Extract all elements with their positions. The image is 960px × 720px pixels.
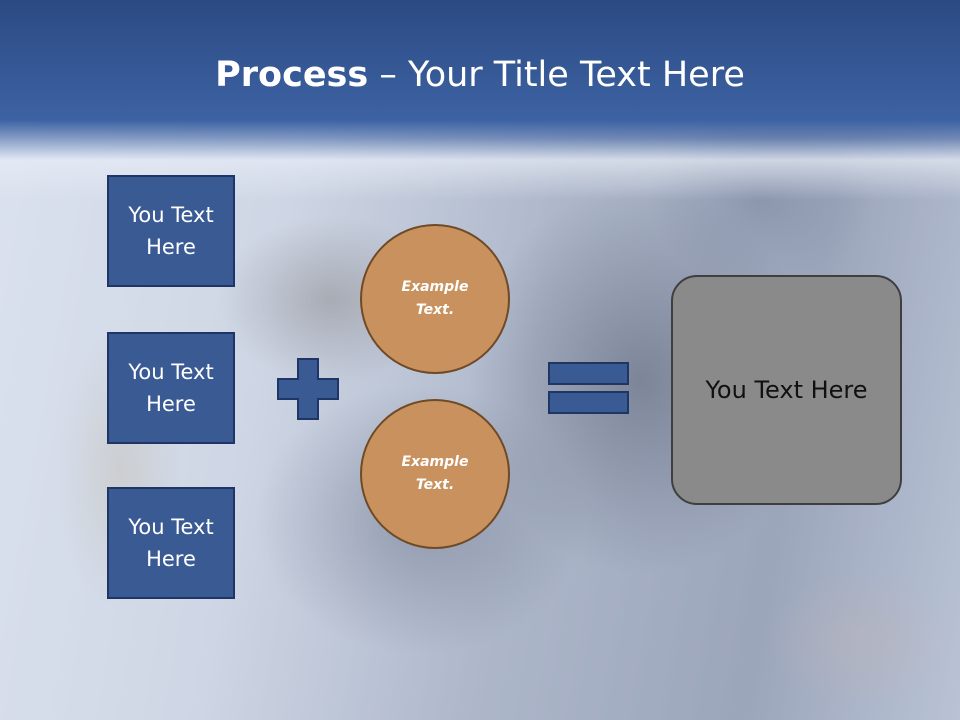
result-box-label: You Text Here [705, 376, 868, 404]
result-box: You Text Here [671, 275, 902, 505]
circle-2: Example Text. [360, 399, 510, 549]
slide-title: Process – Your Title Text Here [0, 52, 960, 98]
left-box-3: You Text Here [107, 487, 235, 599]
left-box-2: You Text Here [107, 332, 235, 444]
circle-1: Example Text. [360, 224, 510, 374]
left-box-1: You Text Here [107, 175, 235, 287]
left-box-1-label: You Text Here [128, 203, 214, 259]
slide-title-rest: – Your Title Text Here [368, 55, 745, 95]
plus-icon [277, 358, 339, 420]
title-bar [0, 0, 960, 200]
left-box-2-label: You Text Here [128, 360, 214, 416]
slide-title-bold: Process [215, 55, 369, 95]
equals-icon [548, 362, 629, 414]
circle-1-label: Example Text. [401, 279, 469, 318]
circle-2-label: Example Text. [401, 454, 469, 493]
left-box-3-label: You Text Here [128, 515, 214, 571]
